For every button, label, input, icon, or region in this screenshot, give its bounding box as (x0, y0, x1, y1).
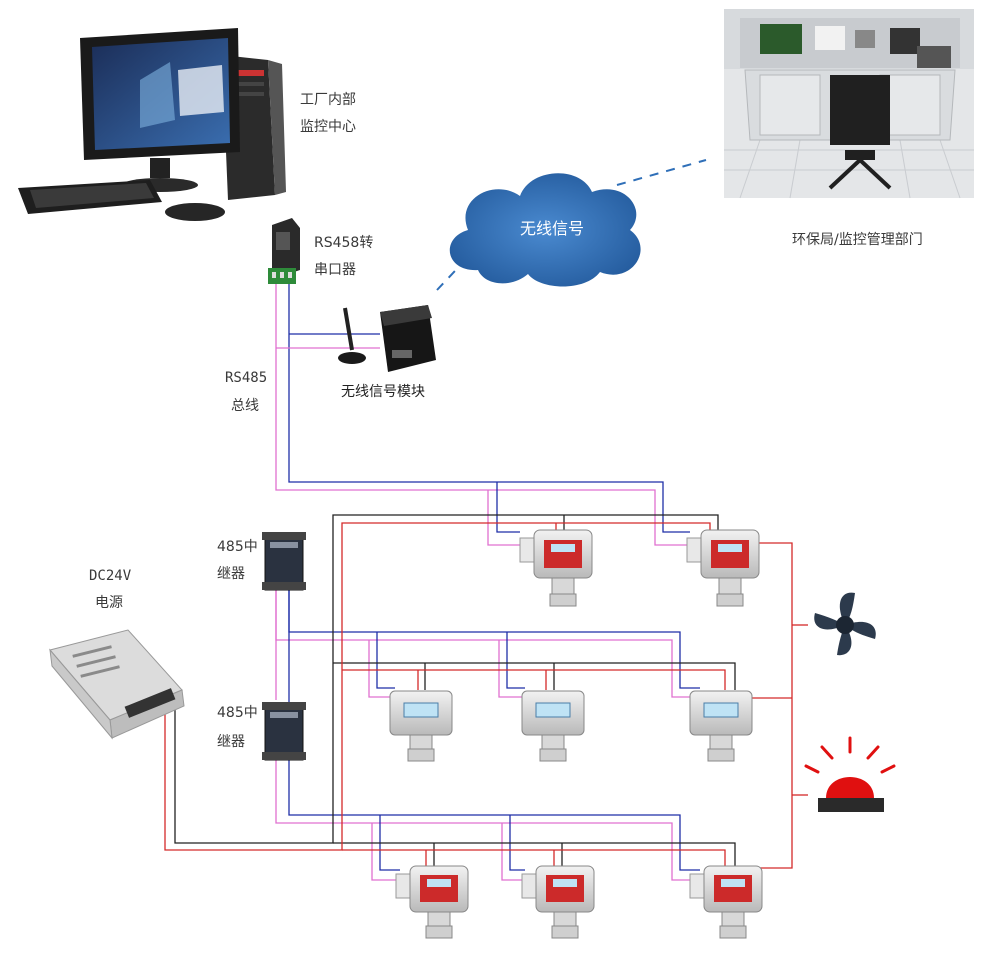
rs485-bus-label-1: RS485 (225, 370, 267, 386)
gas-detector-blue-icon (689, 690, 753, 762)
gas-detector-blue-icon (389, 690, 453, 762)
bus-blue-main (288, 283, 690, 533)
repeater-device-icon (262, 702, 306, 761)
desktop-computer-icon (18, 28, 286, 221)
converter-label-2: 串口器 (314, 262, 356, 278)
power-supply-label-1: DC24V (89, 568, 132, 584)
rs485-bus-label-2: 总线 (231, 398, 259, 414)
repeater-1-label-1: 485中 (217, 539, 258, 555)
factory-center-label-2: 监控中心 (300, 119, 356, 135)
gas-detector-red-icon (689, 865, 763, 939)
power-supply-icon (49, 629, 185, 740)
bus-pink-main (275, 283, 690, 546)
alarm-light-icon (804, 736, 896, 812)
power-black (174, 514, 719, 844)
factory-center-label-1: 工厂内部 (300, 92, 356, 108)
cloud-icon (449, 173, 641, 287)
epa-department-label: 环保局/监控管理部门 (792, 232, 923, 248)
rs485-converter-icon (268, 218, 300, 284)
relay-red (745, 542, 793, 869)
control-room-photo (724, 9, 974, 199)
gas-detector-red-icon (519, 529, 593, 607)
wireless-module-label: 无线信号模块 (341, 384, 425, 400)
gas-detector-blue-icon (521, 690, 585, 762)
repeater-device-icon (262, 532, 306, 591)
exhaust-fan-icon (814, 592, 876, 656)
gas-detector-red-icon (395, 865, 469, 939)
repeater-2-label-1: 485中 (217, 705, 258, 721)
wireless-signal-label: 无线信号 (520, 219, 584, 238)
repeater-2-label-2: 继器 (217, 734, 245, 750)
wireless-module-icon (338, 305, 436, 372)
wiring (164, 283, 808, 881)
power-red (164, 522, 711, 851)
gas-detector-red-icon (686, 529, 760, 607)
converter-label-1: RS458转 (314, 235, 373, 251)
gas-detector-red-icon (521, 865, 595, 939)
power-supply-label-2: 电源 (95, 595, 123, 611)
repeater-1-label-2: 继器 (217, 566, 245, 582)
